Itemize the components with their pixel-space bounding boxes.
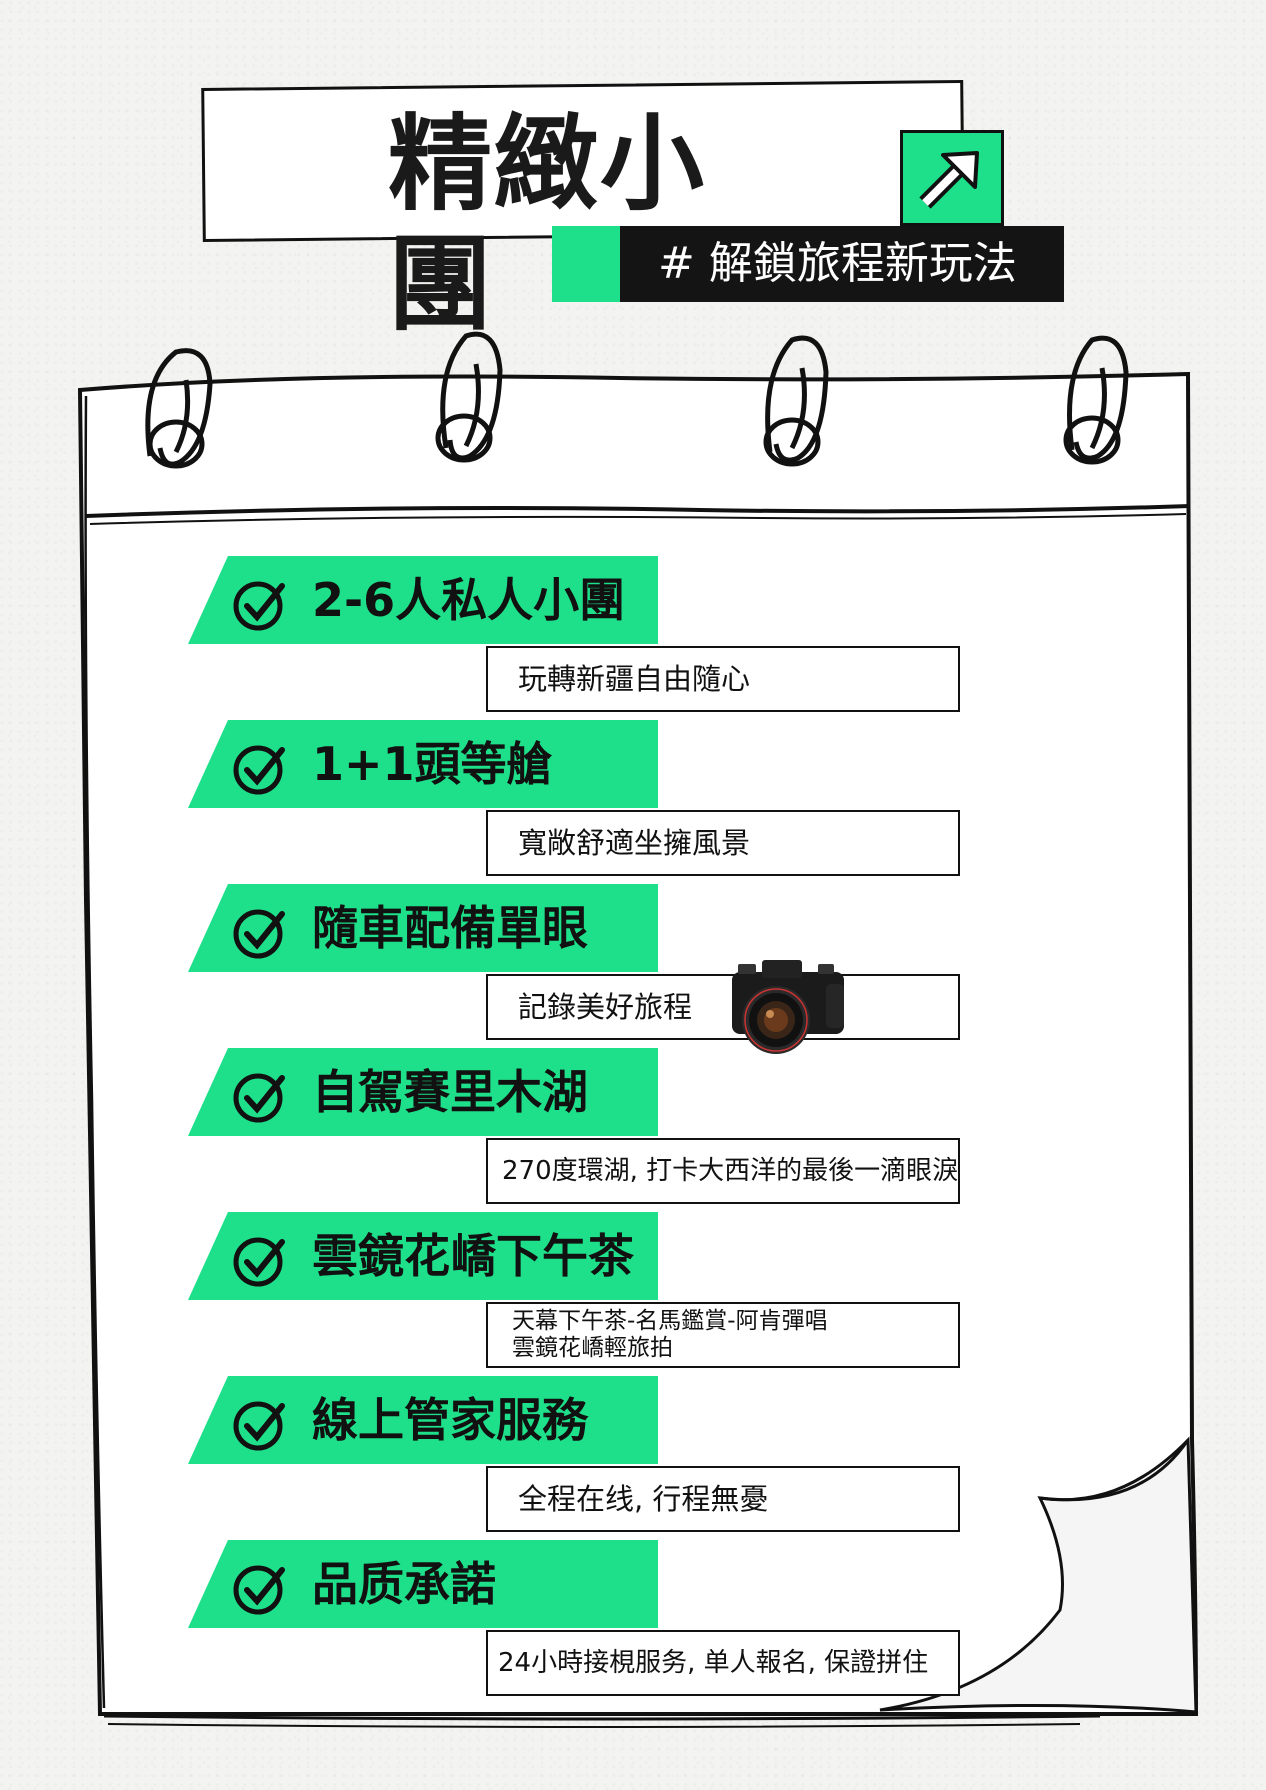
item-title: 1+1頭等艙: [312, 737, 553, 791]
check-circle-icon: [233, 1073, 285, 1123]
tagline: # 解鎖旅程新玩法: [620, 226, 1064, 302]
item-banner: [188, 884, 658, 972]
item-description: 24小時接梘服务, 单人報名, 保證拼住: [486, 1630, 960, 1696]
item-description: 記錄美好旅程: [486, 974, 960, 1040]
feature-item-afternoon-tea: 雲鏡花嶠下午茶 天幕下午茶-名馬鑑賞-阿肯彈唱 雲鏡花嶠輕旅拍: [188, 1212, 960, 1368]
feature-item-sayram-lake: 自駕賽里木湖 270度環湖, 打卡大西洋的最後一滴眼淚: [188, 1048, 960, 1204]
tagline-accent: [552, 226, 620, 302]
item-title: 隨車配備單眼: [312, 901, 588, 955]
item-banner: [188, 1212, 658, 1300]
item-banner: [188, 556, 658, 644]
feature-item-private-tour: 2-6人私人小團 玩轉新疆自由隨心: [188, 556, 960, 712]
item-description: 寬敞舒適坐擁風景: [486, 810, 960, 876]
feature-item-camera: 隨車配備單眼 記錄美好旅程: [188, 884, 960, 1040]
arrow-up-right-icon: [900, 130, 1004, 226]
item-title: 雲鏡花嶠下午茶: [312, 1229, 634, 1283]
item-title: 品质承諾: [312, 1557, 496, 1611]
check-circle-icon: [233, 1237, 285, 1287]
item-description: 270度環湖, 打卡大西洋的最後一滴眼淚: [486, 1138, 960, 1204]
item-description: 天幕下午茶-名馬鑑賞-阿肯彈唱 雲鏡花嶠輕旅拍: [486, 1302, 960, 1368]
check-circle-icon: [233, 1565, 285, 1615]
item-title: 自駕賽里木湖: [312, 1065, 588, 1119]
check-circle-icon: [233, 909, 285, 959]
item-banner: [188, 1540, 658, 1628]
page-title: 精緻小團: [388, 103, 707, 345]
item-title: 線上管家服務: [312, 1393, 588, 1447]
camera-image: [732, 960, 844, 1054]
check-circle-icon: [233, 1401, 285, 1451]
item-banner: [188, 1048, 658, 1136]
check-circle-icon: [233, 581, 285, 631]
item-banner: [188, 1376, 658, 1464]
item-description-line: 雲鏡花嶠輕旅拍: [512, 1335, 673, 1361]
item-description: 玩轉新疆自由隨心: [486, 646, 960, 712]
item-description: 全程在线, 行程無憂: [486, 1466, 960, 1532]
item-banner: [188, 720, 658, 808]
feature-item-butler: 線上管家服務 全程在线, 行程無憂: [188, 1376, 960, 1532]
check-circle-icon: [233, 745, 285, 795]
feature-item-first-class: 1+1頭等艙 寬敞舒適坐擁風景: [188, 720, 960, 876]
feature-item-quality: 品质承諾 24小時接梘服务, 单人報名, 保證拼住: [188, 1540, 960, 1696]
item-description-line: 天幕下午茶-名馬鑑賞-阿肯彈唱: [512, 1308, 828, 1334]
item-title: 2-6人私人小團: [312, 573, 626, 627]
